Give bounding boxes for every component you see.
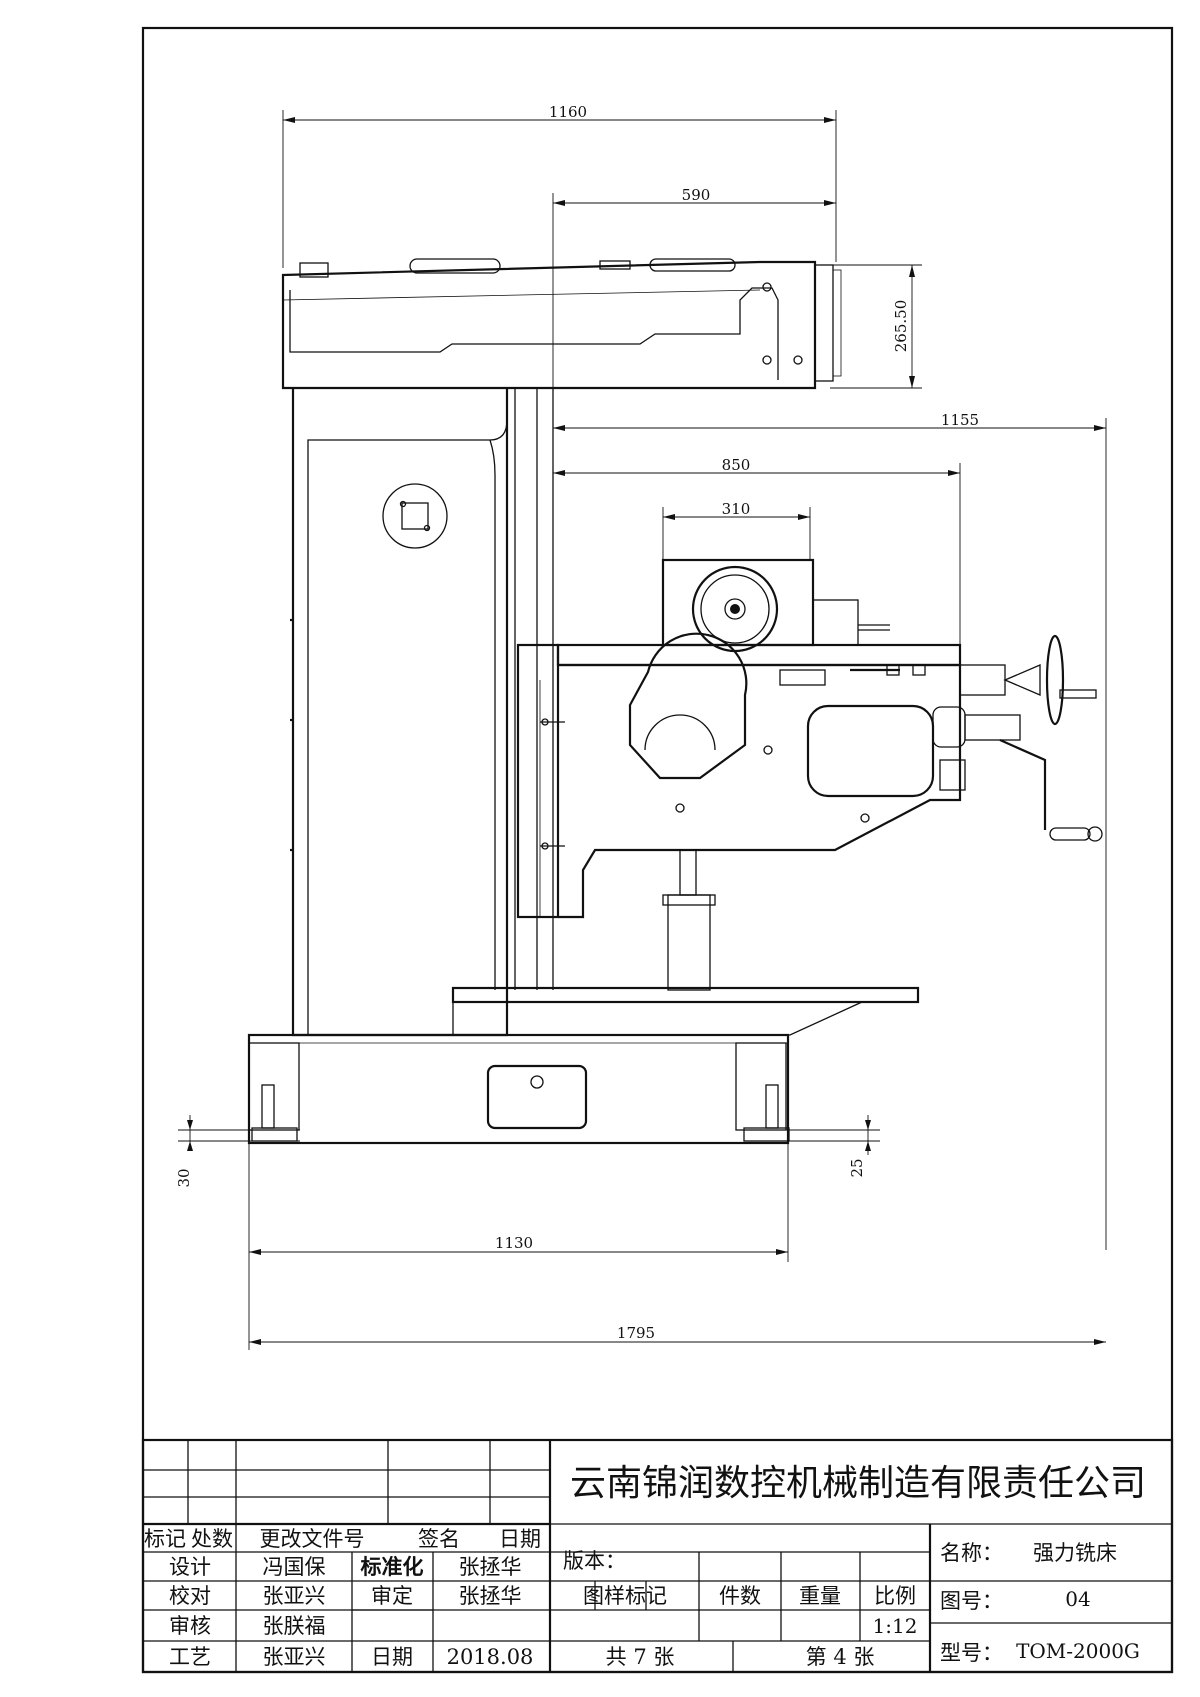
version-label: 版本：	[563, 1549, 626, 1573]
header-count: 处数	[191, 1527, 233, 1551]
motor-and-handwheel	[806, 634, 1103, 842]
drawing-no-label: 图号：	[940, 1589, 1003, 1613]
model-label: 型号：	[940, 1641, 1003, 1665]
overarm	[281, 258, 842, 390]
scale-value: 1:12	[873, 1614, 918, 1638]
dim-1795-label: 1795	[617, 1324, 655, 1342]
base	[247, 986, 920, 1145]
design-name: 冯国保	[263, 1555, 326, 1579]
elevating-screw	[662, 849, 716, 991]
review-name: 张朕福	[263, 1614, 326, 1638]
process-label: 工艺	[169, 1645, 211, 1669]
date-label: 日期	[371, 1645, 413, 1669]
dimension-1155: 1155	[553, 411, 1107, 1250]
company-name: 云南锦润数控机械制造有限责任公司	[570, 1463, 1146, 1504]
header-signature: 签名	[418, 1527, 460, 1551]
dim-1130-label: 1130	[495, 1234, 533, 1252]
sheet-number: 第 4 张	[806, 1645, 875, 1669]
dim-310-label: 310	[722, 500, 751, 518]
dimension-1130: 1130	[248, 1141, 789, 1350]
date-value: 2018.08	[447, 1645, 534, 1669]
name-label: 名称：	[940, 1541, 1003, 1565]
dimension-590: 590	[552, 186, 836, 980]
name-value: 强力铣床	[1033, 1541, 1117, 1565]
header-change-doc: 更改文件号	[260, 1527, 365, 1551]
scale-label: 比例	[874, 1584, 916, 1608]
model-value: TOM-2000G	[1016, 1639, 1140, 1663]
header-mark: 标记	[144, 1527, 186, 1551]
dimension-30: 30	[175, 1115, 300, 1188]
cutter-guard	[628, 632, 870, 823]
dim-30-label: 30	[175, 1168, 193, 1187]
dim-1155-label: 1155	[941, 411, 979, 429]
approve-label: 审定	[371, 1584, 413, 1608]
drawing-no-value: 04	[1065, 1587, 1090, 1611]
column	[290, 388, 554, 1037]
dim-25-label: 25	[848, 1158, 866, 1177]
dimension-850: 850	[553, 456, 961, 650]
title-block: 云南锦润数控机械制造有限责任公司 标记 处数 更改文件号 签名 日期 设计 冯国…	[141, 1438, 1174, 1674]
header-date: 日期	[499, 1527, 541, 1551]
dimension-310: 310	[662, 500, 811, 560]
dim-265-50-label: 265.50	[892, 300, 910, 353]
drawing-mark-label: 图样标记	[583, 1584, 667, 1608]
check-name: 张亚兴	[263, 1584, 326, 1608]
dimension-1160: 1160	[282, 103, 837, 268]
approve-name: 张拯华	[459, 1584, 522, 1608]
dim-590-label: 590	[682, 186, 711, 204]
dimension-25: 25	[745, 1115, 880, 1178]
standard-name: 张拯华	[459, 1555, 522, 1579]
review-label: 审核	[169, 1614, 211, 1638]
dim-1160-label: 1160	[549, 103, 587, 121]
knee-and-table	[516, 558, 962, 919]
standard-label: 标准化	[361, 1554, 424, 1579]
design-label: 设计	[169, 1555, 211, 1579]
weight-label: 重量	[799, 1584, 841, 1608]
dim-850-label: 850	[722, 456, 751, 474]
dimension-265-50: 265.50	[830, 264, 922, 389]
quantity-label: 件数	[719, 1584, 761, 1608]
process-name: 张亚兴	[263, 1645, 326, 1669]
total-sheets: 共 7 张	[606, 1645, 675, 1669]
dimension-1795: 1795	[249, 1324, 1106, 1345]
check-label: 校对	[169, 1584, 211, 1608]
